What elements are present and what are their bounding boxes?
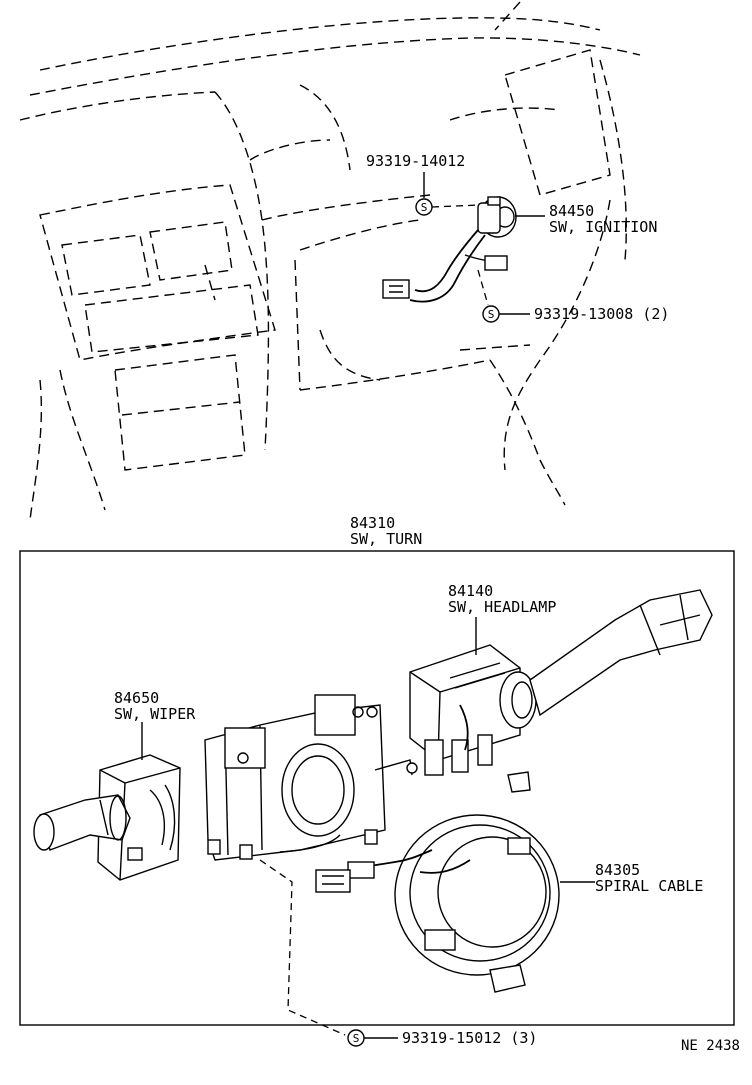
screw-symbol-mid-label: S [488,308,495,321]
wiper-switch [33,754,181,881]
spiral-cable [315,771,560,993]
headlamp-part-name: SW, HEADLAMP [448,598,556,616]
ignition-part-name: SW, IGNITION [549,218,657,236]
spiral-part-name: SPIRAL CABLE [595,877,703,895]
screw-symbol-bottom-label: S [353,1032,360,1045]
spiral-callout: 84305 SPIRAL CABLE [560,861,703,895]
ignition-callout: 84450 SW, IGNITION [515,202,657,236]
turn-switch-part-number: 84310 [350,514,395,532]
dashboard-outline [19,1,641,521]
screw-part-number-top: 93319-14012 [366,152,465,170]
figure-reference: NE 2438 [681,1038,740,1054]
screw-part-number-mid: 93319-13008 (2) [534,305,669,323]
ignition-switch [382,196,517,303]
screw-callout-mid: S 93319-13008 (2) [477,269,669,323]
screw-part-number-bottom: 93319-15012 (3) [402,1029,537,1047]
headlamp-callout: 84140 SW, HEADLAMP [448,582,556,655]
turn-switch-part-name: SW, TURN [350,530,422,548]
turn-switch-body [204,694,418,861]
headlamp-switch [409,589,713,776]
turn-switch-assembly-frame [19,550,735,1026]
wiper-part-number: 84650 [114,689,159,707]
wiper-part-name: SW, WIPER [114,705,196,723]
screw-callout-bottom: S 93319-15012 (3) [259,859,537,1047]
ignition-part-number: 84450 [549,202,594,220]
screw-symbol-top-label: S [421,201,428,214]
screw-callout-top: S 93319-14012 [366,152,481,216]
headlamp-part-number: 84140 [448,582,493,600]
spiral-part-number: 84305 [595,861,640,879]
wiper-callout: 84650 SW, WIPER [114,689,196,760]
